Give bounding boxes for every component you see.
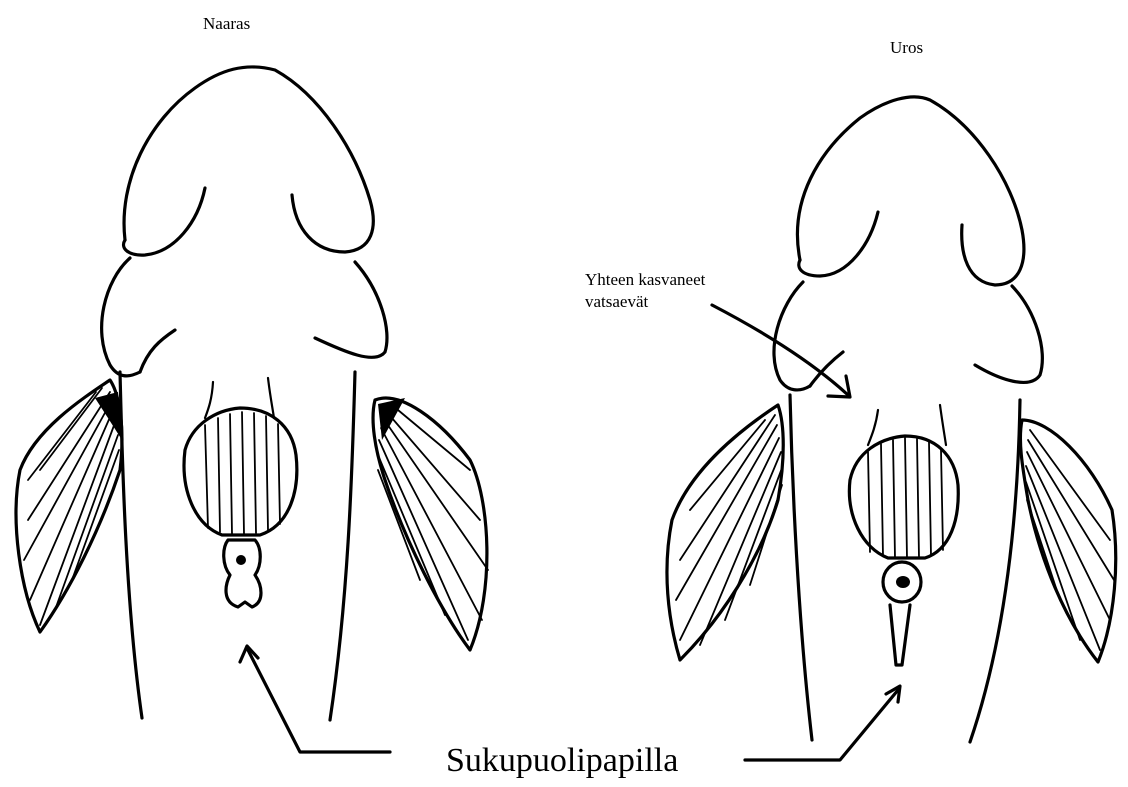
- female-head-outline: [124, 67, 373, 252]
- male-head-outline: [797, 97, 1023, 285]
- female-left-fin-dark-base: [95, 392, 122, 440]
- male-head-left-lobe: [799, 212, 878, 276]
- female-papilla: [224, 540, 261, 607]
- female-ventral-fin-rays: [205, 412, 280, 534]
- female-body-left: [120, 372, 142, 718]
- male-papilla: [890, 605, 910, 665]
- female-head-left-lobe: [124, 188, 205, 255]
- male-pectoral-right: [975, 286, 1042, 382]
- female-pectoral-left: [102, 258, 140, 376]
- male-ventral-connector: [868, 405, 946, 445]
- male-fish: [667, 97, 1116, 760]
- male-vent: [896, 576, 910, 588]
- male-body-left: [790, 395, 812, 740]
- female-fish: [16, 67, 488, 752]
- female-papilla-arrow: [248, 650, 390, 752]
- female-vent: [236, 555, 246, 565]
- female-left-fin-rays: [24, 388, 119, 625]
- male-pectoral-left: [774, 282, 810, 390]
- male-ventral-fin-rays: [868, 438, 943, 558]
- male-right-fin-outline: [1020, 420, 1115, 662]
- male-papilla-arrow: [745, 690, 898, 760]
- female-right-fin-dark-base: [378, 398, 405, 440]
- female-pectoral-right: [315, 262, 387, 357]
- male-body-right: [970, 400, 1020, 742]
- female-pectoral-left-inner: [140, 330, 175, 372]
- female-body-right: [330, 372, 355, 720]
- female-right-fin-rays: [378, 405, 488, 640]
